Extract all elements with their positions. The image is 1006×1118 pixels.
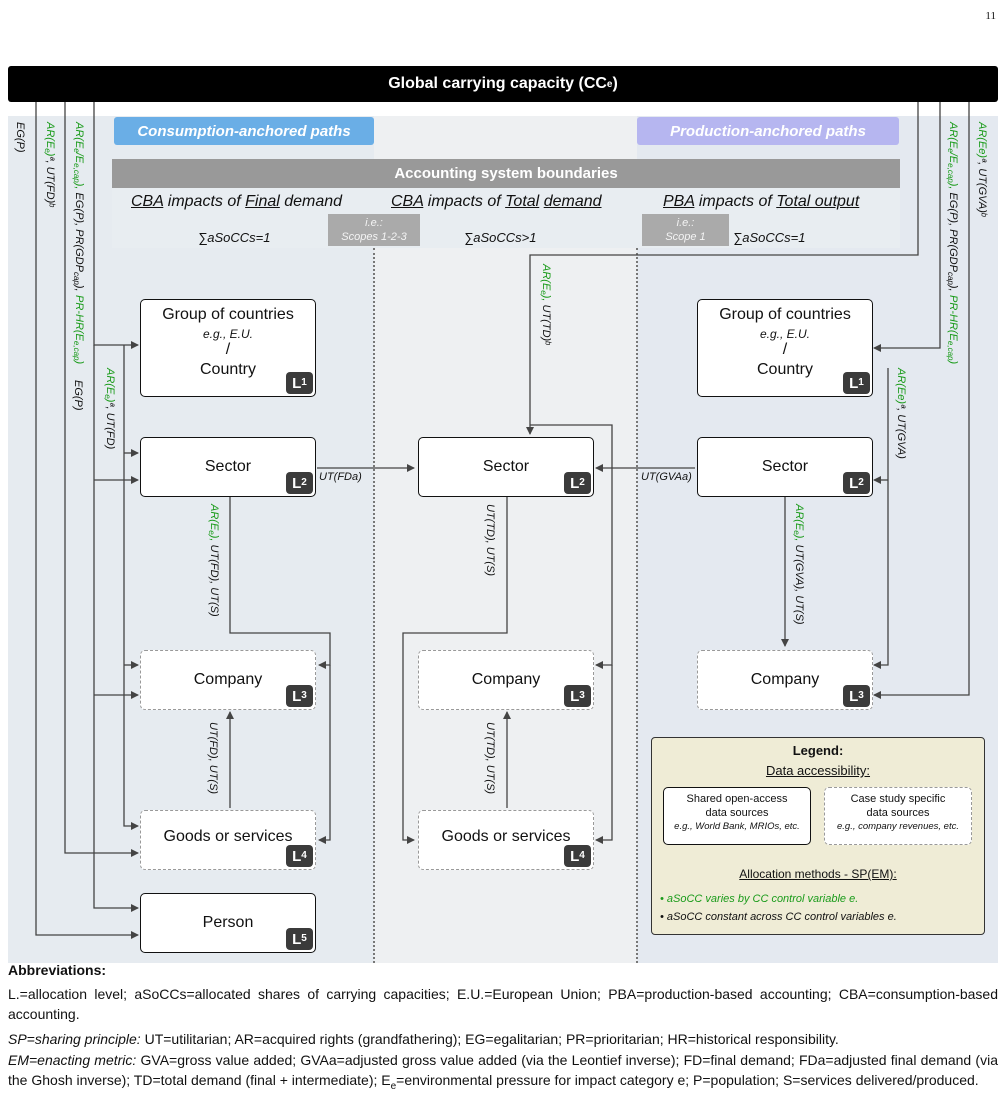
group-of-countries-right-box: Group of countries e.g., E.U. / Country … <box>697 299 873 397</box>
ut-gvaa-label: UT(GVAa) <box>641 471 692 483</box>
cba-final-demand-title: CBA impacts of Final demand <box>131 193 343 210</box>
legend-subtitle: Data accessibility: <box>765 763 871 778</box>
abbreviations-sp: SP=sharing principle: UT=utilitarian; AR… <box>8 1031 839 1047</box>
divider-left <box>373 248 375 963</box>
ar-ut-gva-b-label: AR(Ee)ª, UT(GVA)ᵇ <box>976 122 988 217</box>
abbreviations-line1: L.=allocation level; aSoCCs=allocated sh… <box>8 986 998 1022</box>
abbreviations-em: EM=enacting metric: GVA=gross value adde… <box>8 1052 998 1092</box>
page-number: 11 <box>985 10 996 22</box>
eg-p-outer-label: EG(P) <box>14 122 26 153</box>
abbreviations-title: Abbreviations: <box>8 962 107 978</box>
ut-fd-s-label: UT(FD), UT(S) <box>207 722 219 795</box>
accounting-row <box>112 188 900 248</box>
specific-data-box: Case study specific data sources e.g., c… <box>824 787 972 845</box>
ar-ut-td-b-label: AR(Ee), UT(TD)ᵇ <box>539 264 553 345</box>
sum-pba: ∑aSoCCs=1 <box>733 230 806 245</box>
legend: Legend: Data accessibility: Shared open-… <box>651 737 985 935</box>
ar-cap-left-label: AR(Ee/Ee,cap), EG(P), PR(GDPcap), PR-HR(… <box>72 122 86 364</box>
cba-total-demand-title: CBA impacts of Total demand <box>391 193 602 210</box>
ar-ut-gva-s-label: AR(Ee), UT(GVA), UT(S) <box>792 504 806 625</box>
ar-cap-right-label: AR(Ee/Ee,cap), EG(P), PR(GDPcap), PR-HR(… <box>946 122 960 364</box>
production-anchored-label: Production-anchored paths <box>637 117 899 145</box>
ar-ut-gva-label: AR(Ee)ª, UT(GVA) <box>895 368 907 459</box>
sum-total: ∑aSoCCs>1 <box>464 230 537 245</box>
eg-p-inner-label: EG(P) <box>72 380 84 411</box>
shared-data-box: Shared open-access data sources e.g., Wo… <box>663 787 811 845</box>
divider-right <box>636 248 638 963</box>
ut-fda-label: UT(FDa) <box>319 471 362 483</box>
ut-td-s-label-1: UT(TD), UT(S) <box>484 504 496 577</box>
ar-ut-fd-s-label: AR(Ee), UT(FD), UT(S) <box>207 504 221 617</box>
consumption-anchored-label: Consumption-anchored paths <box>114 117 374 145</box>
legend-item-black: • aSoCC constant across CC control varia… <box>660 911 897 923</box>
accounting-boundaries-title: Accounting system boundaries <box>112 159 900 188</box>
legend-item-green: • aSoCC varies by CC control variable e. <box>660 893 859 905</box>
ut-td-s-label-2: UT(TD), UT(S) <box>484 722 496 795</box>
ar-ut-fd-label: AR(Ee)ª, UT(FD) <box>103 368 117 450</box>
methods-title: Allocation methods - SP(EM): <box>739 867 897 881</box>
ar-ut-fd-b-label: AR(Ee)ª, UT(FD)ᵇ <box>43 122 57 207</box>
group-of-countries-left-box: Group of countries e.g., E.U. / Country … <box>140 299 316 397</box>
scopes-123-badge: i.e.: Scopes 1-2-3 <box>328 214 420 246</box>
pba-total-output-title: PBA impacts of Total output <box>663 193 860 210</box>
scope-1-badge: i.e.: Scope 1 <box>642 214 729 246</box>
sum-final: ∑aSoCCs=1 <box>198 230 271 245</box>
legend-title: Legend: <box>792 743 844 758</box>
